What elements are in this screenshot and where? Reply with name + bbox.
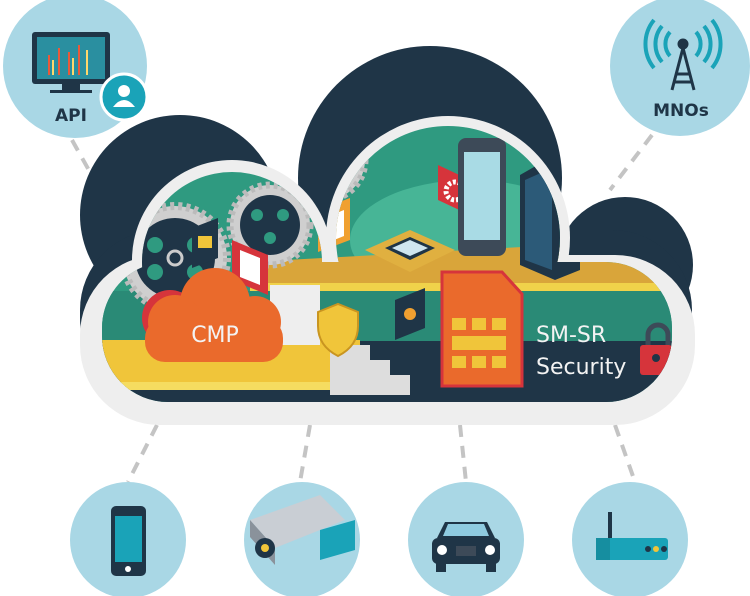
api-label: API: [55, 106, 87, 126]
car-icon: [432, 522, 500, 572]
gear-icon: [226, 181, 314, 269]
user-icon: [99, 72, 149, 122]
connector-mnos: [608, 133, 654, 192]
device-node-camera[interactable]: [244, 482, 360, 596]
mnos-node[interactable]: MNOs: [610, 0, 750, 136]
router-icon: [596, 512, 668, 560]
device-node-car[interactable]: [408, 482, 524, 596]
api-node[interactable]: API: [3, 0, 149, 138]
shield-icon: [317, 302, 359, 358]
device-node-phone[interactable]: [70, 482, 186, 596]
cmp-cloud[interactable]: CMP: [142, 268, 283, 362]
folder-icon: [192, 218, 218, 268]
monitor-chart-icon: [32, 32, 110, 93]
connector-car: [458, 424, 468, 483]
security-camera-icon: [250, 495, 355, 565]
smartphone-icon: [111, 506, 146, 576]
smsr-label: SM-SR: [536, 323, 606, 348]
chat-tile-icon: [395, 288, 425, 340]
cmp-label: CMP: [191, 323, 239, 348]
device-node-router[interactable]: [572, 482, 688, 596]
connector-camera: [298, 424, 312, 483]
sim-card-icon: [440, 270, 524, 388]
cell-tower-icon: [643, 18, 723, 91]
mnos-label: MNOs: [653, 101, 709, 121]
chip-icon: [365, 230, 455, 272]
security-label: Security: [536, 355, 626, 380]
connector-phone: [126, 424, 159, 483]
connector-router: [613, 424, 637, 483]
smartphone-icon: [458, 138, 506, 256]
